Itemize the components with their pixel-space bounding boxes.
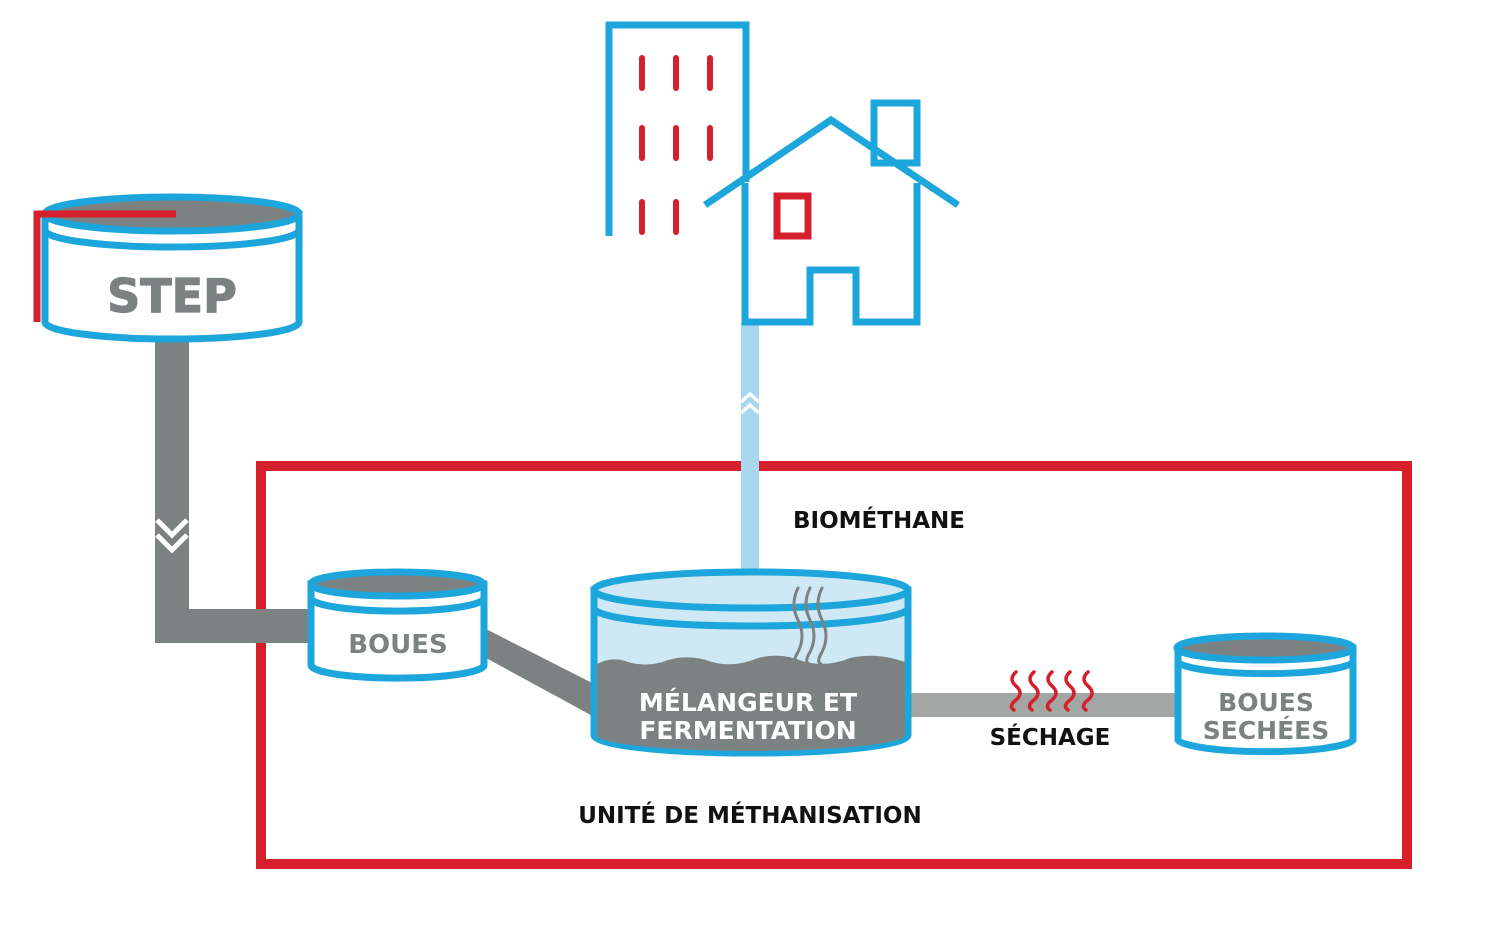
melangeur-label-line2: FERMENTATION (639, 716, 856, 745)
boues-sechees-tank: BOUES SECHÉES (1173, 632, 1357, 756)
biomethane-pipe (741, 322, 759, 570)
step-tank: STEP (33, 193, 303, 343)
step-label: STEP (107, 269, 237, 323)
sludge-content (597, 655, 905, 751)
pipe-boues-to-melangeur (484, 628, 602, 720)
office-building-icon (605, 21, 750, 236)
chevron-down-icon (155, 518, 189, 554)
sechage-label: SÉCHAGE (990, 723, 1111, 751)
melangeur-label-line1: MÉLANGEUR ET (639, 688, 857, 717)
boues-label: BOUES (348, 630, 448, 660)
chevron-up-icon (739, 391, 761, 415)
methanisation-unit-frame (256, 461, 1412, 869)
biomethane-label: BIOMÉTHANE (793, 506, 965, 534)
heat-waves-icon (1009, 670, 1094, 712)
pipe-sechage (908, 693, 1180, 717)
pipe-step-to-boues (155, 338, 315, 643)
house-icon (703, 99, 960, 326)
vapor-icon (792, 586, 828, 666)
step-inlet-pipe (33, 210, 176, 322)
boues-sechees-label-line1: BOUES (1218, 688, 1314, 717)
melangeur-tank: MÉLANGEUR ET FERMENTATION (590, 568, 912, 757)
house-window (773, 192, 812, 240)
boues-sechees-label-line2: SECHÉES (1203, 716, 1330, 745)
unit-label: UNITÉ DE MÉTHANISATION (578, 801, 921, 829)
boues-tank: BOUES (307, 568, 488, 682)
